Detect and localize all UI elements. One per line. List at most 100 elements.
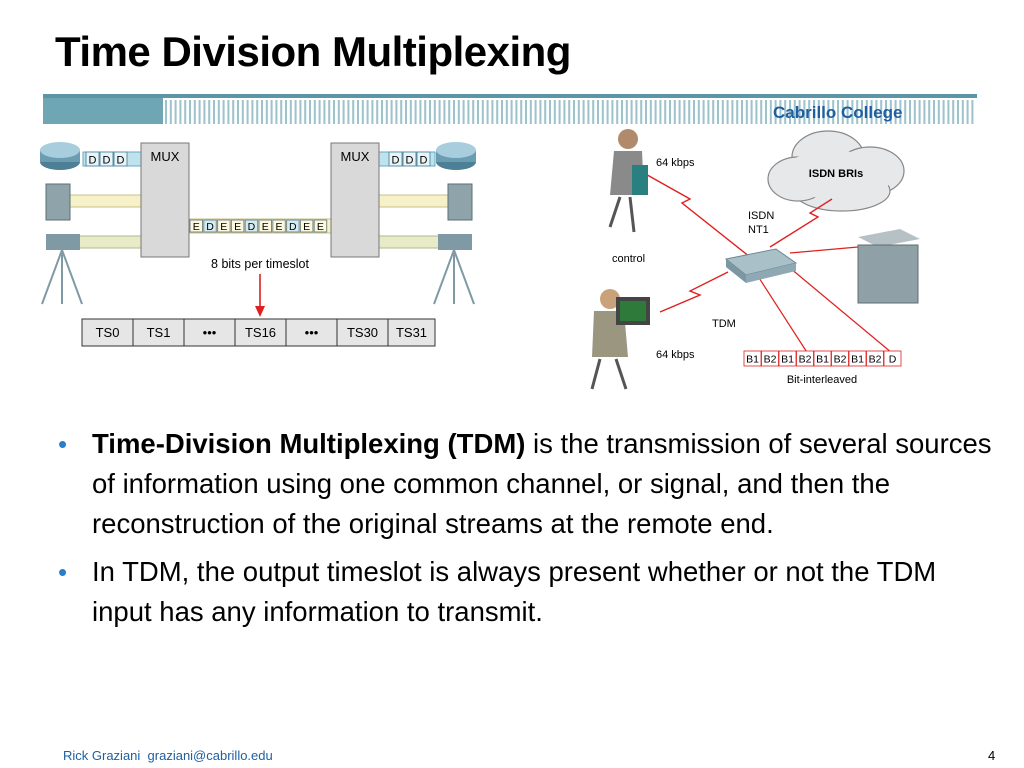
bullet-1-text: is the transmission of several sources o…: [92, 428, 992, 539]
mux-box-left: [140, 142, 190, 258]
bit-cell: [761, 350, 779, 367]
frame-d-cell: [99, 151, 114, 167]
bit-cell-label: B1: [851, 354, 864, 366]
bullet-2-text: In TDM, the output timeslot is always pr…: [92, 556, 937, 627]
video-camera-icon: [41, 234, 83, 305]
bit-cell-label: D: [889, 354, 897, 366]
arrow-head-icon: [255, 306, 265, 317]
bit-cell-label: B2: [869, 354, 882, 366]
frame-d-cell: [85, 151, 100, 167]
tdm-label: TDM: [712, 318, 736, 330]
trunk-frame-cell: [313, 219, 328, 233]
frame-d-text: D: [392, 155, 400, 167]
timeslot-cell: [336, 318, 389, 347]
timeslot-label: •••: [203, 325, 217, 340]
router-icon: [436, 142, 476, 170]
trunk-frame-text: E: [303, 221, 310, 233]
trunk-frame-text: E: [262, 221, 269, 233]
timeslot-label: TS0: [96, 325, 120, 340]
bits-per-timeslot-label: 8 bits per timeslot: [211, 257, 309, 271]
bit-cell-label: B1: [746, 354, 759, 366]
trunk-frame-cell: [272, 219, 286, 233]
bullet-item-1: • Time-Division Multiplexing (TDM) is th…: [58, 424, 998, 544]
bottom-link: [659, 271, 729, 313]
bit-cell: [778, 350, 797, 367]
trunk-frame-cell: [189, 219, 203, 233]
bit-cell-label: B2: [764, 354, 777, 366]
bit-cell: [883, 350, 902, 367]
mux-left-label: MUX: [151, 149, 180, 164]
cloud-link: [769, 198, 833, 248]
timeslot-label: TS31: [396, 325, 427, 340]
control-label: control: [612, 253, 645, 265]
nt1-label-line1: ISDN: [748, 210, 774, 222]
frame-d-text: D: [103, 155, 111, 167]
user-top-icon: [608, 129, 648, 233]
trunk-frame-text: E: [193, 221, 200, 233]
header-stripe-band: [43, 94, 977, 124]
bit-cell: [813, 350, 832, 367]
bullet-dot-icon: •: [58, 557, 68, 587]
mux-box-right: [330, 142, 380, 258]
bullet-dot-icon: •: [58, 429, 68, 459]
frame-d-cell: [113, 151, 128, 167]
trunk-frame-text: E: [220, 221, 227, 233]
router-icon: [40, 142, 80, 170]
frame-d-cell: [388, 151, 403, 167]
top-speed-label: 64 kbps: [656, 157, 695, 169]
bit-cell-label: B2: [799, 354, 812, 366]
trunk-frame-text: D: [248, 221, 256, 233]
video-camera-icon: [433, 234, 475, 305]
bit-cell: [848, 350, 867, 367]
timeslot-label: TS1: [147, 325, 171, 340]
bit-cell: [743, 350, 762, 367]
timeslot-label: TS30: [347, 325, 378, 340]
trunk-frame-cell: [286, 219, 300, 233]
isdn-diagram: ISDN BRIs 64 kbps control ISDN NT1 TDM 6…: [590, 129, 920, 390]
tdm-link-2: [783, 262, 893, 354]
trunk-frame-cell: [217, 219, 231, 233]
frame-d-text: D: [117, 155, 125, 167]
frame-d-text: D: [89, 155, 97, 167]
bullet-1-bold: Time-Division Multiplexing (TDM): [92, 428, 526, 459]
bottom-speed-label: 64 kbps: [656, 349, 695, 361]
trunk-frame-text: E: [234, 221, 241, 233]
timeslot-label: TS16: [245, 325, 276, 340]
server-icon: [447, 183, 473, 221]
nt1-label-line2: NT1: [748, 224, 769, 236]
trunk-frame-text: E: [317, 221, 324, 233]
bit-cell: [866, 350, 884, 367]
server-link: [789, 246, 859, 254]
trunk-frame-cell: [244, 219, 259, 233]
bullet-list: • Time-Division Multiplexing (TDM) is th…: [58, 424, 998, 640]
user-bottom-icon: [590, 289, 650, 390]
server-icon: [45, 183, 71, 221]
bit-cell-label: B2: [834, 354, 847, 366]
mux-right-label: MUX: [341, 149, 370, 164]
bit-cell: [831, 350, 849, 367]
frame-d-text: D: [406, 155, 414, 167]
bit-cell-label: B1: [816, 354, 829, 366]
author-email[interactable]: graziani@cabrillo.edu: [147, 748, 273, 763]
timeslot-cell: [132, 318, 185, 347]
footer-author: Rick Graziani graziani@cabrillo.edu: [63, 748, 273, 763]
timeslot-label: •••: [305, 325, 319, 340]
timeslot-cell: [81, 318, 134, 347]
bullet-item-2: • In TDM, the output timeslot is always …: [58, 552, 998, 632]
trunk-frame-cell: [203, 219, 217, 233]
bit-cell: [796, 350, 814, 367]
page-number: 4: [988, 748, 996, 763]
server-icon: [857, 229, 920, 304]
tdm-link-1: [751, 266, 811, 358]
brand-label: Cabrillo College: [773, 103, 903, 122]
trunk-frame-text: D: [289, 221, 297, 233]
trunk-frame-text: D: [206, 221, 214, 233]
timeslot-cell: [183, 318, 236, 347]
author-name: Rick Graziani: [63, 748, 141, 763]
slide-title: Time Division Multiplexing: [55, 28, 571, 75]
timeslot-cell: [387, 318, 436, 347]
bit-cell-label: B1: [781, 354, 794, 366]
cloud-label: ISDN BRIs: [809, 168, 863, 180]
frame-d-cell: [402, 151, 417, 167]
